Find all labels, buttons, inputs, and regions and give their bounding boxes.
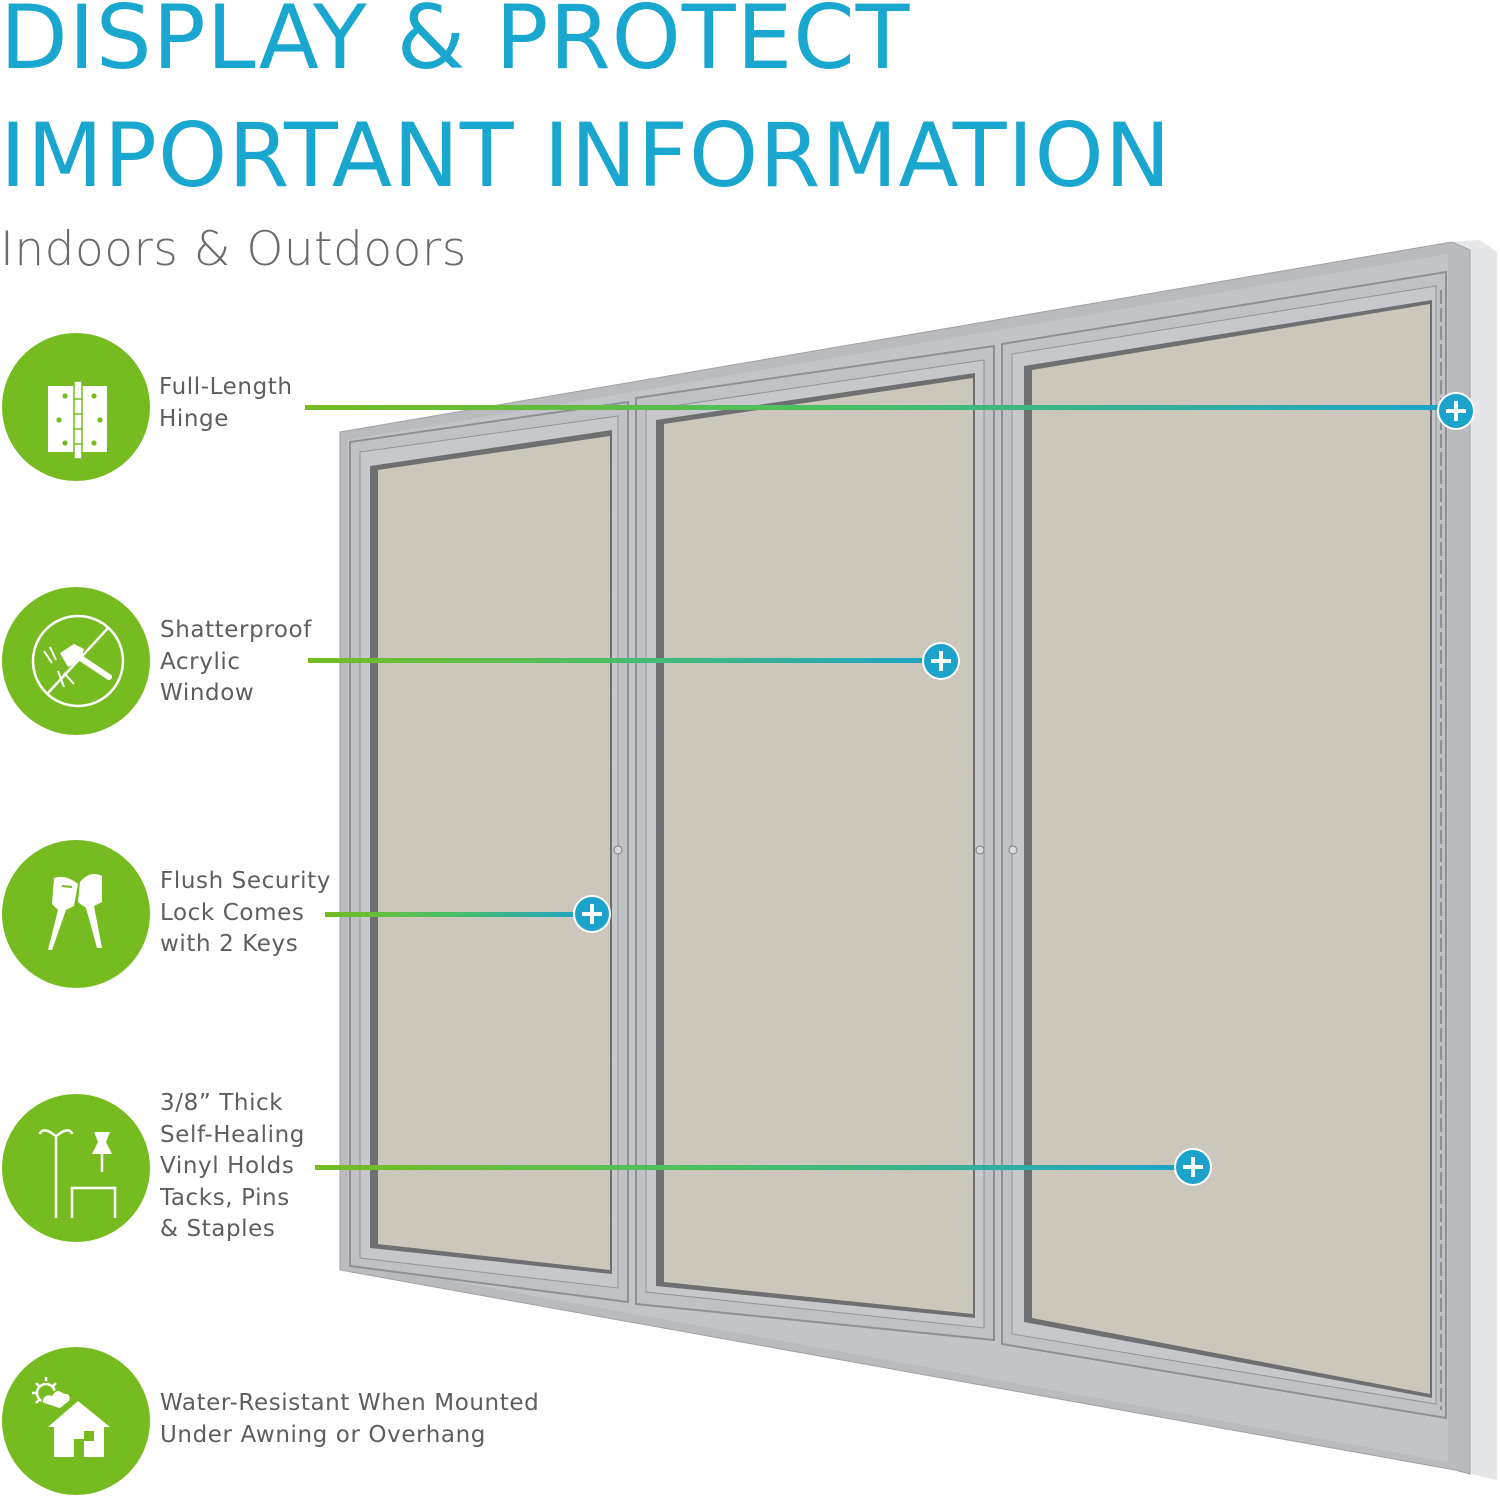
feature-4-label: 3/8” Thick Self-Healing Vinyl Holds Tack… bbox=[160, 1090, 305, 1242]
lock-2 bbox=[975, 845, 985, 855]
feature-1-label: Full-Length Hinge bbox=[159, 374, 293, 432]
plus-marker-window[interactable] bbox=[922, 642, 960, 680]
feature-3-label: Flush Security Lock Comes with 2 Keys bbox=[160, 868, 331, 957]
hinge-icon bbox=[48, 380, 107, 460]
feature-4-badge bbox=[2, 1094, 150, 1242]
feature-2-label: Shatterproof Acrylic Window bbox=[160, 617, 312, 706]
feature-2-badge bbox=[2, 587, 150, 735]
headline-line-2: IMPORTANT INFORMATION bbox=[0, 104, 1172, 207]
keys-icon bbox=[48, 874, 102, 950]
plus-marker-vinyl[interactable] bbox=[1174, 1148, 1212, 1186]
subtitle: Indoors & Outdoors bbox=[0, 222, 467, 277]
pins-tacks-icon bbox=[38, 1129, 117, 1218]
door-2 bbox=[635, 344, 995, 1342]
headline-line-1: DISPLAY & PROTECT bbox=[0, 0, 911, 89]
feature-1-badge bbox=[2, 333, 150, 481]
callout-line-window bbox=[308, 657, 940, 663]
no-hammer-icon bbox=[31, 614, 125, 708]
lock-3 bbox=[1008, 845, 1018, 855]
plus-marker-hinge[interactable] bbox=[1437, 392, 1475, 430]
callout-line-lock bbox=[325, 911, 592, 917]
plus-marker-lock[interactable] bbox=[573, 895, 611, 933]
door-3 bbox=[1001, 270, 1447, 1420]
lock-1 bbox=[613, 845, 623, 855]
feature-3-badge bbox=[2, 840, 150, 988]
callout-line-hinge bbox=[305, 404, 1455, 410]
house-weather-icon bbox=[32, 1377, 110, 1457]
callout-line-vinyl bbox=[315, 1164, 1192, 1170]
feature-5-badge bbox=[2, 1347, 150, 1495]
feature-5-label: Water-Resistant When Mounted Under Awnin… bbox=[160, 1390, 540, 1448]
door-1 bbox=[349, 400, 629, 1304]
